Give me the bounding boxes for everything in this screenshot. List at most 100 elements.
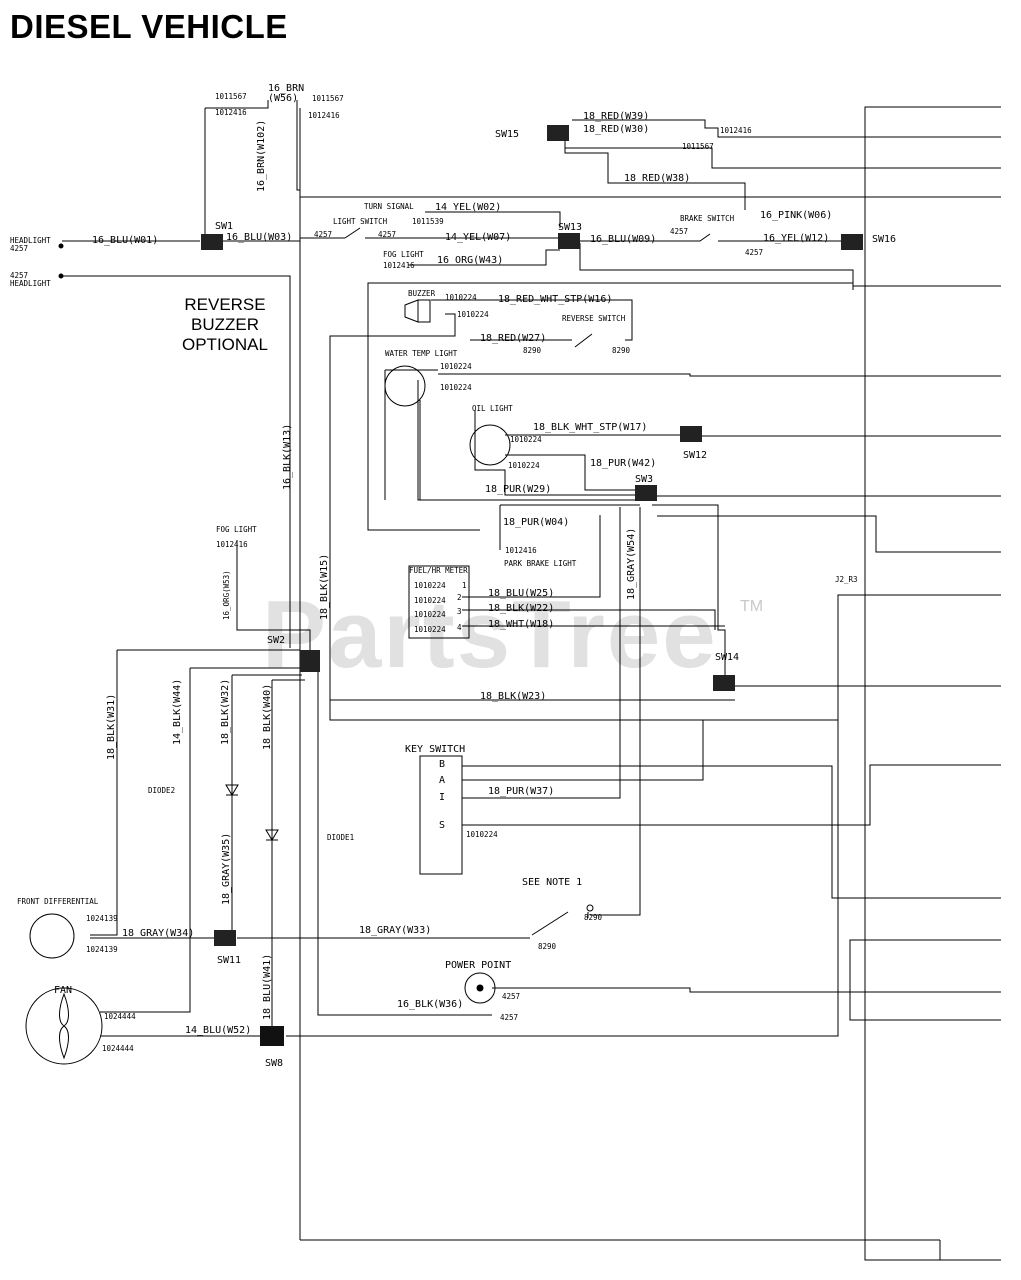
j2-label: J2_R3 <box>835 575 858 584</box>
meter-pin-3: 1010224 <box>414 610 446 619</box>
wire-w09-label: 16_BLU(W09) <box>590 234 656 245</box>
key-terminal-s: S <box>439 820 445 831</box>
watermark-trademark: TM <box>740 598 764 615</box>
wire-w40-label: 18_BLK(W40) <box>262 684 273 750</box>
part-number: 1010224 <box>466 830 498 839</box>
part-number: 1012416 <box>215 108 247 117</box>
wire-w23-label: 18_BLK(W23) <box>480 691 546 702</box>
switch-boxes <box>201 125 863 1046</box>
wire-w34-label: 18_GRAY(W34) <box>122 928 194 939</box>
part-number: 8290 <box>538 942 557 951</box>
wire-w54-label: 18_GRAY(W54) <box>626 528 637 600</box>
sw11-box <box>214 930 236 946</box>
wire-w12-label: 16_YEL(W12) <box>763 233 829 244</box>
part-number: 8290 <box>523 346 542 355</box>
fan-label: FAN <box>54 985 72 996</box>
part-number: 1024139 <box>86 914 118 923</box>
part-number: 1012416 <box>216 540 248 549</box>
wire-w13-label: 16_BLK(W13) <box>282 424 293 490</box>
see-note-label: SEE NOTE 1 <box>522 877 582 888</box>
sw3-label: SW3 <box>635 474 653 485</box>
part-number: 1010224 <box>445 293 477 302</box>
wire-w38-label: 18_RED(W38) <box>624 173 690 184</box>
diagram-title: DIESEL VEHICLE <box>10 8 288 45</box>
brake-switch-label: BRAKE SWITCH <box>680 214 735 223</box>
part-number: 4257 <box>745 248 763 257</box>
sw8-label: SW8 <box>265 1058 283 1069</box>
reverse-note-line-1: REVERSE <box>184 295 266 314</box>
wire-w32-label: 18_BLK(W32) <box>220 679 231 745</box>
part-number: 1024444 <box>102 1044 134 1053</box>
sw2-label: SW2 <box>267 635 285 646</box>
reverse-switch-label: REVERSE SWITCH <box>562 314 626 323</box>
wire-w56-label: 16_BRN <box>268 83 304 94</box>
wire-w25-label: 18_BLU(W25) <box>488 588 554 599</box>
front-differential-label: FRONT DIFFERENTIAL <box>17 897 99 906</box>
wire-w17-label: 18_BLK_WHT_STP(W17) <box>533 422 647 433</box>
key-terminal-a: A <box>439 775 445 786</box>
power-point-label: POWER POINT <box>445 960 511 971</box>
wire-w30-label: 18_RED(W30) <box>583 124 649 135</box>
meter-pin-1: 1010224 <box>414 581 446 590</box>
svg-text:4: 4 <box>457 623 462 632</box>
part-number: 1012416 <box>308 111 340 120</box>
part-number: 4257 <box>500 1013 518 1022</box>
part-number: 1024444 <box>104 1012 136 1021</box>
svg-text:2: 2 <box>457 593 462 602</box>
sw14-box <box>713 675 735 691</box>
sw11-label: SW11 <box>217 955 241 966</box>
svg-text:3: 3 <box>457 607 462 616</box>
part-number: 4257 <box>670 227 688 236</box>
diode1-label: DIODE1 <box>327 833 354 842</box>
sw1-label: SW1 <box>215 221 233 232</box>
wire-w52-label: 14_BLU(W52) <box>185 1025 251 1036</box>
part-number: 1012416 <box>720 126 752 135</box>
sw2-box <box>300 650 320 672</box>
key-terminal-b: B <box>439 759 445 770</box>
part-number: 1011567 <box>682 142 714 151</box>
headlight-left-label: HEADLIGHT <box>10 236 51 245</box>
part-number: 8290 <box>612 346 631 355</box>
reverse-note-line-2: BUZZER <box>190 315 259 334</box>
wire-w15-label: 18_BLK(W15) <box>319 554 330 620</box>
oil-light-label: OIL LIGHT <box>472 404 513 413</box>
fuel-hr-meter-box <box>408 565 470 639</box>
wire-w37-label: 18_PUR(W37) <box>488 786 554 797</box>
key-switch-label: KEY SWITCH <box>405 744 465 755</box>
wire-w29-label: 18_PUR(W29) <box>485 484 551 495</box>
diode1-icon <box>265 829 279 841</box>
power-point-icon <box>464 972 496 1004</box>
key-terminal-i: I <box>439 792 445 803</box>
part-number: 1011539 <box>412 217 444 226</box>
wire-w35-label: 18_GRAY(W35) <box>221 833 232 905</box>
diode2-label: DIODE2 <box>148 786 175 795</box>
svg-text:4257: 4257 <box>10 244 28 253</box>
svg-text:1: 1 <box>462 581 467 590</box>
headlight-right-label: 4257 <box>10 271 28 280</box>
part-number: 8290 <box>584 913 603 922</box>
sw12-label: SW12 <box>683 450 707 461</box>
wire-w42-label: 18_PUR(W42) <box>590 458 656 469</box>
wire-w36-label: 16_BLK(W36) <box>397 999 463 1010</box>
wire-w18-label: 18_WHT(W18) <box>488 619 554 630</box>
wire-w102-label: 16_BRN(W102) <box>256 120 267 192</box>
sw1-box <box>201 234 223 250</box>
wire-w44-label: 14_BLK(W44) <box>172 679 183 745</box>
wire-w07-label: 14_YEL(W07) <box>445 232 511 243</box>
part-number: 1010224 <box>440 362 472 371</box>
oil-light-icon <box>469 424 511 466</box>
part-number: 1012416 <box>383 261 415 270</box>
fuel-hr-meter-label: FUEL/HR METER <box>409 566 468 575</box>
note-switch-terminal <box>586 904 594 912</box>
fog-light-left-label: FOG LIGHT <box>216 525 257 534</box>
part-number: 4257 <box>314 230 332 239</box>
sw15-label: SW15 <box>495 129 519 140</box>
water-temp-light-label: WATER TEMP LIGHT <box>385 349 458 358</box>
part-number: 1010224 <box>440 383 472 392</box>
wire-w33-label: 18_GRAY(W33) <box>359 925 431 936</box>
wire-w04-label: 18_PUR(W04) <box>503 517 569 528</box>
fan-icon <box>25 987 103 1065</box>
part-number: 1012416 <box>505 546 537 555</box>
wire-w53-label: 16_ORG(W53) <box>222 570 231 620</box>
